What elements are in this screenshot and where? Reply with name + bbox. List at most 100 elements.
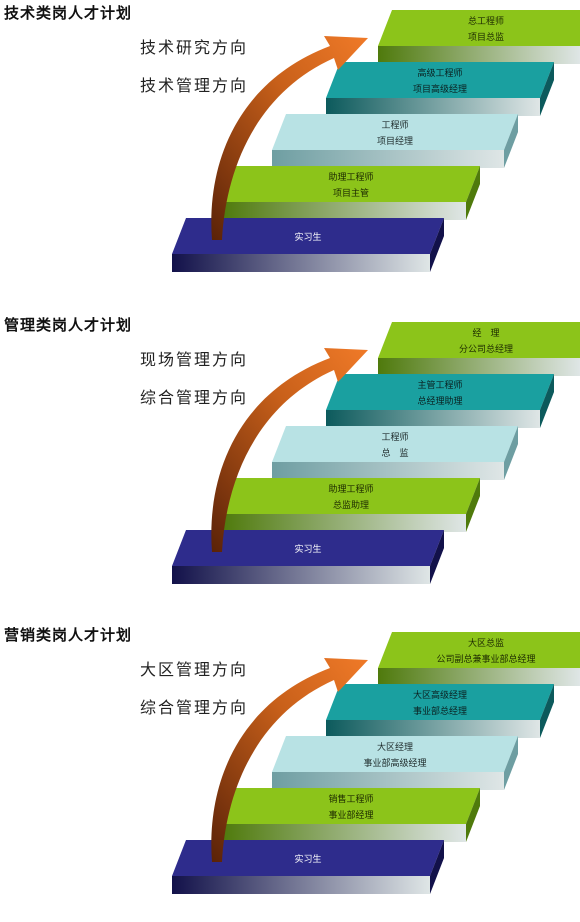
step-front-face — [272, 462, 504, 480]
step-title: 实习生 — [294, 853, 321, 865]
step-side-face — [466, 478, 480, 532]
step-subtitle: 公司副总兼事业部总经理 — [436, 653, 535, 665]
step-title: 大区总监 — [468, 637, 504, 649]
step-top-face — [272, 736, 518, 772]
section-title: 营销类岗人才计划 — [4, 626, 133, 644]
step-side-face — [504, 736, 518, 790]
step-front-face — [172, 876, 430, 894]
step-title: 大区高级经理 — [413, 689, 467, 701]
step-title: 主管工程师 — [417, 379, 462, 391]
step-front-face — [222, 202, 466, 220]
step-top-face — [222, 166, 480, 202]
step-title: 总工程师 — [468, 15, 504, 27]
step-top-face — [378, 322, 580, 358]
step-side-face — [540, 374, 554, 428]
step-subtitle: 事业部经理 — [328, 809, 373, 821]
step-side-face — [540, 684, 554, 738]
step-front-face — [272, 772, 504, 790]
step-front-face — [222, 514, 466, 532]
step-top-face — [326, 62, 554, 98]
step-title: 大区经理 — [377, 741, 413, 753]
direction-label: 大区管理方向 — [140, 660, 249, 679]
step-side-face — [504, 114, 518, 168]
step-front-face — [378, 358, 580, 376]
step-subtitle: 项目主管 — [333, 187, 369, 199]
step-title: 助理工程师 — [328, 171, 373, 183]
step-top-face — [172, 840, 444, 876]
step-top-face — [326, 374, 554, 410]
direction-label: 技术研究方向 — [140, 38, 249, 57]
step-title: 实习生 — [294, 543, 321, 555]
staircase: 大区总监公司副总兼事业部总经理大区高级经理事业部总经理大区经理事业部高级经理销售… — [172, 632, 580, 894]
step-top-face — [222, 478, 480, 514]
career-step: 实习生 — [172, 218, 444, 272]
direction-label: 技术管理方向 — [140, 76, 249, 95]
step-subtitle: 分公司总经理 — [459, 343, 513, 355]
step-front-face — [326, 98, 540, 116]
step-top-face — [172, 218, 444, 254]
career-section: 技术类岗人才计划技术研究方向技术管理方向总工程师项目总监高级工程师项目高级经理工… — [0, 0, 580, 300]
step-title: 经 理 — [472, 327, 499, 339]
step-title: 工程师 — [381, 431, 408, 443]
career-section: 营销类岗人才计划大区管理方向综合管理方向大区总监公司副总兼事业部总经理大区高级经… — [0, 622, 580, 922]
career-step: 实习生 — [172, 530, 444, 584]
step-side-face — [466, 788, 480, 842]
step-top-face — [378, 632, 580, 668]
step-front-face — [272, 150, 504, 168]
career-step: 实习生 — [172, 840, 444, 894]
step-side-face — [430, 218, 444, 272]
step-top-face — [326, 684, 554, 720]
step-subtitle: 项目经理 — [377, 135, 413, 147]
step-front-face — [378, 46, 580, 64]
step-front-face — [172, 566, 430, 584]
step-front-face — [222, 824, 466, 842]
step-title: 高级工程师 — [417, 67, 462, 79]
step-front-face — [326, 410, 540, 428]
step-title: 实习生 — [294, 231, 321, 243]
direction-label: 综合管理方向 — [140, 388, 249, 407]
section-title: 技术类岗人才计划 — [4, 4, 133, 22]
step-top-face — [272, 426, 518, 462]
growth-arrow-icon — [211, 36, 368, 240]
step-front-face — [378, 668, 580, 686]
step-subtitle: 事业部高级经理 — [363, 757, 426, 769]
step-subtitle: 总经理助理 — [417, 395, 462, 407]
step-side-face — [466, 166, 480, 220]
step-side-face — [540, 62, 554, 116]
step-subtitle: 总 监 — [381, 447, 408, 459]
step-top-face — [172, 530, 444, 566]
step-subtitle: 项目高级经理 — [413, 83, 467, 95]
growth-arrow-icon — [211, 348, 368, 552]
career-section: 管理类岗人才计划现场管理方向综合管理方向经 理分公司总经理主管工程师总经理助理工… — [0, 312, 580, 612]
direction-label: 现场管理方向 — [140, 350, 249, 369]
section-title: 管理类岗人才计划 — [4, 316, 133, 334]
direction-label: 综合管理方向 — [140, 698, 249, 717]
step-subtitle: 事业部总经理 — [413, 705, 467, 717]
step-top-face — [378, 10, 580, 46]
step-subtitle: 总监助理 — [333, 499, 369, 511]
step-top-face — [272, 114, 518, 150]
step-front-face — [326, 720, 540, 738]
step-side-face — [504, 426, 518, 480]
growth-arrow-icon — [211, 658, 368, 862]
step-title: 销售工程师 — [328, 793, 373, 805]
step-title: 助理工程师 — [328, 483, 373, 495]
step-subtitle: 项目总监 — [468, 31, 504, 43]
step-side-face — [430, 530, 444, 584]
step-front-face — [172, 254, 430, 272]
step-top-face — [222, 788, 480, 824]
